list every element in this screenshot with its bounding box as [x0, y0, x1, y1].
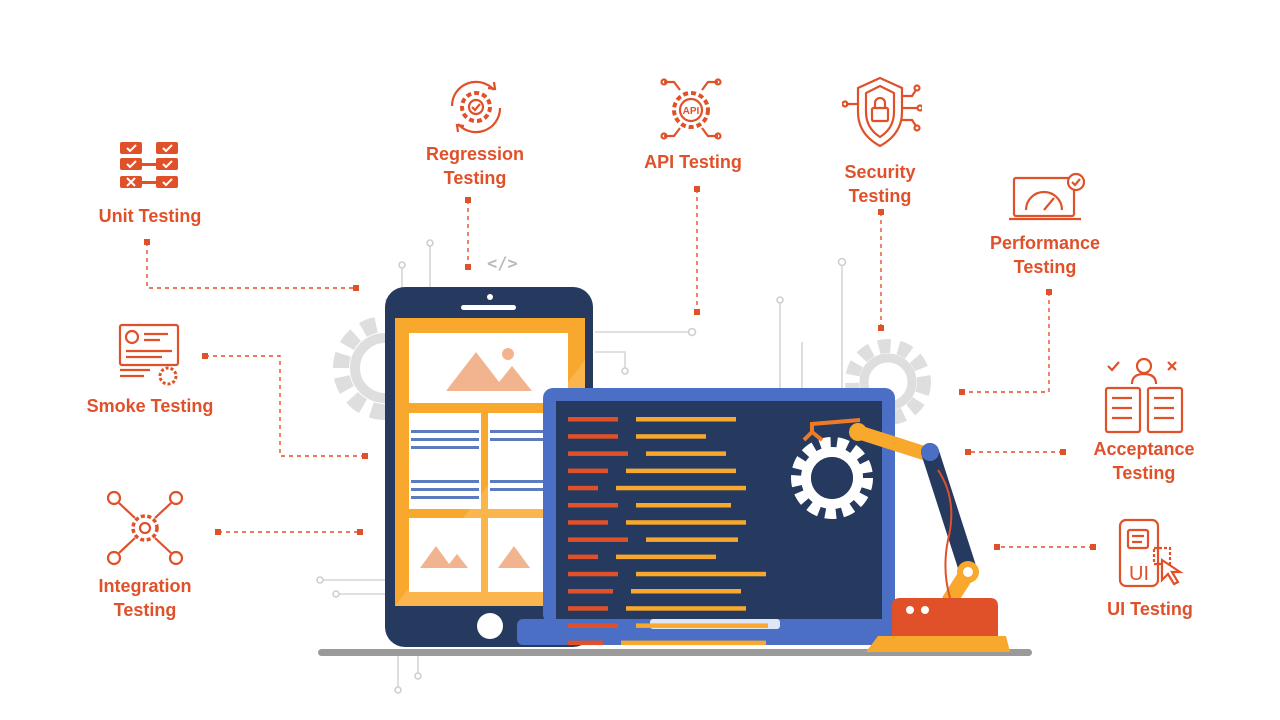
label-integration-testing: Integration Testing	[98, 576, 192, 620]
code-line-yellow	[636, 503, 731, 508]
code-line-yellow	[626, 468, 736, 474]
code-line-yellow	[636, 434, 706, 439]
code-line-yellow	[626, 606, 746, 611]
cycle-gear-icon	[450, 80, 502, 134]
code-line-yellow	[646, 537, 738, 542]
ui-icon-text: UI	[1129, 563, 1149, 585]
white-gear	[791, 437, 873, 519]
label-unit-testing: Unit Testing	[98, 206, 202, 226]
label-regression-testing: Regression Testing	[425, 144, 525, 188]
label-acceptance-testing: Acceptance Testing	[1093, 439, 1195, 483]
code-line-red	[568, 623, 618, 628]
code-line-red	[568, 520, 608, 525]
code-lines	[568, 417, 768, 646]
code-line-red	[568, 640, 603, 646]
code-line-red	[568, 485, 598, 491]
label-security-testing: Security Testing	[844, 162, 916, 206]
api-icon-text: API	[683, 106, 700, 117]
code-line-red	[568, 571, 618, 577]
code-line-red	[568, 451, 628, 456]
code-line-yellow	[626, 520, 746, 525]
code-line-yellow	[636, 623, 768, 628]
laptop-speedometer-icon	[1009, 172, 1086, 221]
connector-dots	[144, 186, 1096, 550]
phone-cursor-icon: UI	[1118, 518, 1184, 588]
code-line-red	[568, 434, 618, 439]
label-performance-testing: Performance Testing	[989, 233, 1101, 277]
circuit-lines	[322, 246, 843, 690]
code-line-yellow	[631, 589, 741, 594]
network-gear-icon	[106, 490, 184, 566]
code-line-red	[568, 537, 628, 542]
tablet-device	[385, 287, 593, 647]
checklist-grid-icon	[120, 142, 178, 188]
circuit-nodes	[316, 239, 847, 694]
code-line-red	[568, 468, 608, 474]
code-line-red	[568, 503, 618, 508]
dashboard-board-icon	[118, 323, 180, 386]
code-line-yellow	[636, 417, 736, 422]
code-line-red	[568, 606, 608, 611]
code-line-yellow	[616, 485, 746, 491]
code-line-yellow	[616, 554, 716, 560]
label-ui-testing: UI Testing	[1107, 599, 1193, 619]
connectors	[146, 189, 1093, 548]
code-tag: </>	[487, 254, 518, 274]
user-checklist-icon	[1104, 357, 1184, 434]
code-line-red	[568, 417, 618, 422]
robot-arm	[802, 418, 1010, 652]
label-smoke-testing: Smoke Testing	[86, 396, 214, 416]
api-chip-icon: API	[660, 78, 722, 140]
label-api-testing: API Testing	[644, 152, 742, 172]
ground-line	[318, 649, 1032, 656]
code-line-red	[568, 589, 613, 594]
code-line-yellow	[621, 640, 766, 646]
code-line-red	[568, 554, 598, 560]
shield-lock-icon	[842, 76, 922, 148]
code-line-yellow	[636, 571, 766, 577]
code-line-yellow	[646, 451, 726, 456]
